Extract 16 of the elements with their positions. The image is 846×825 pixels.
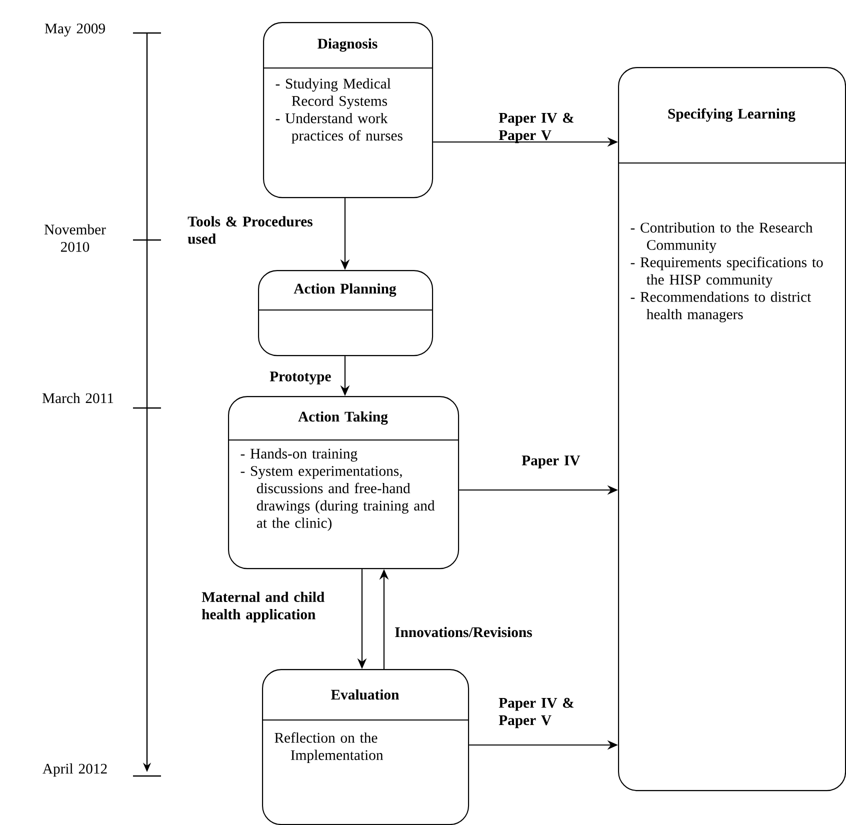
process-box: Diagnosis - Studying Medical Record Systems - Understand work practices of nurses: [263, 22, 434, 198]
process-box: Specifying Learning - Contribution to the Research Community - Requirements specifications to the HISP community - Recommendations to district health managers: [618, 67, 846, 792]
date-label: May 2009: [44, 24, 105, 36]
edge-label: Innovations/Revisions: [395, 626, 532, 638]
edge-label: Maternal and child health application: [202, 592, 324, 622]
process-box: Evaluation Reflection on the Implementation: [262, 669, 470, 825]
edge-label: Tools & Procedures used: [188, 216, 312, 244]
date-label: March 2011: [42, 392, 114, 404]
edge-label: Paper IV: [522, 456, 580, 468]
date-label: April 2012: [42, 763, 107, 777]
edge-label: Prototype: [270, 372, 331, 384]
edge-label: Paper IV & Paper V: [498, 698, 574, 728]
process-box: Action Taking - Hands-on training - System experimentations, discussions and free-hand drawings (during training and at the clinic): [228, 396, 460, 570]
process-box: Action Planning: [258, 270, 434, 356]
date-label: November 2010: [44, 224, 106, 252]
edge-label: Paper IV & Paper V: [498, 112, 574, 144]
